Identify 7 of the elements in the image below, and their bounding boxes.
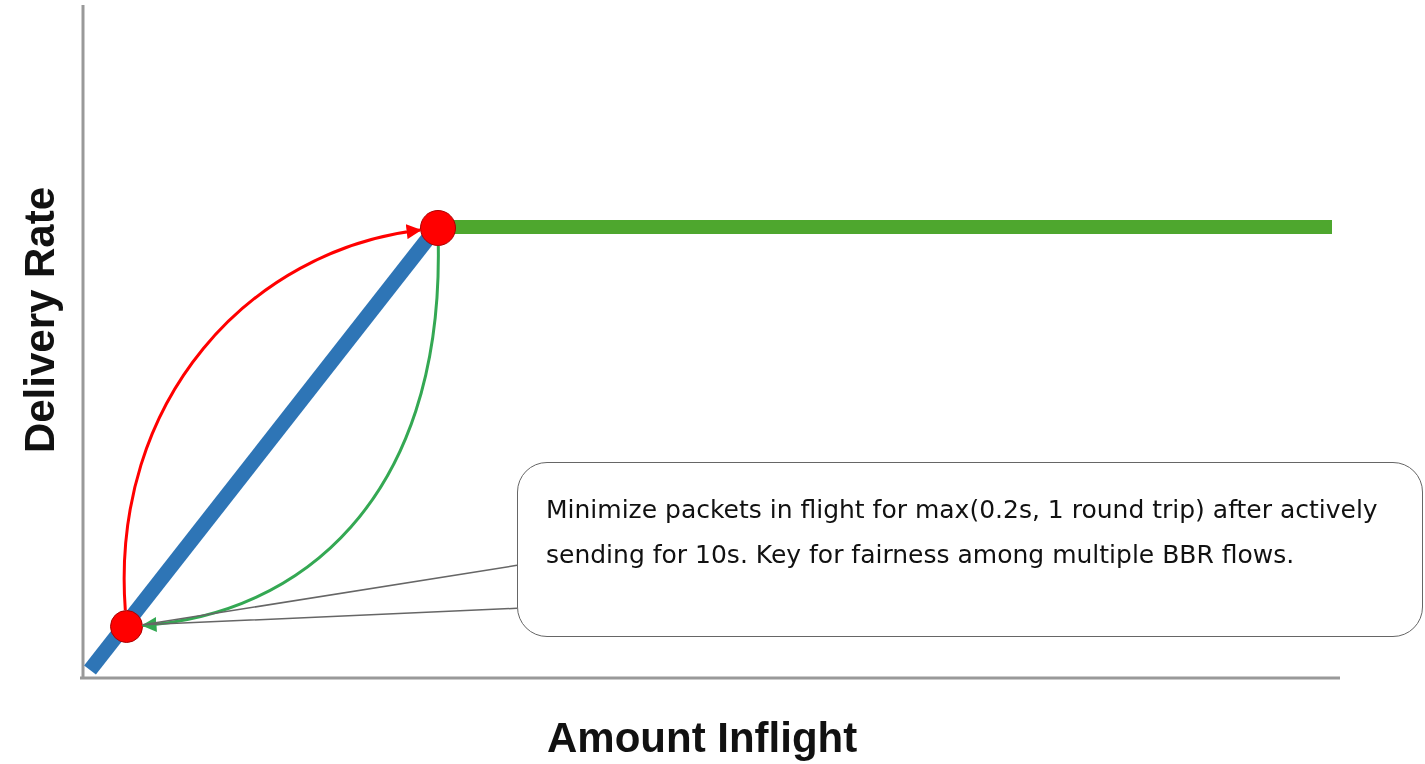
leader-line <box>142 564 518 626</box>
callout-box: Minimize packets in flight for max(0.2s, 1 round trip) after actively sending for 10s. Key for fairness among multiple BBR flows. <box>517 462 1423 637</box>
axis-title: Delivery Rate <box>16 186 65 454</box>
arrow <box>123 225 422 610</box>
arrow <box>141 245 440 632</box>
point-marker <box>420 210 456 246</box>
axis-title: Amount Inflight <box>547 714 858 762</box>
